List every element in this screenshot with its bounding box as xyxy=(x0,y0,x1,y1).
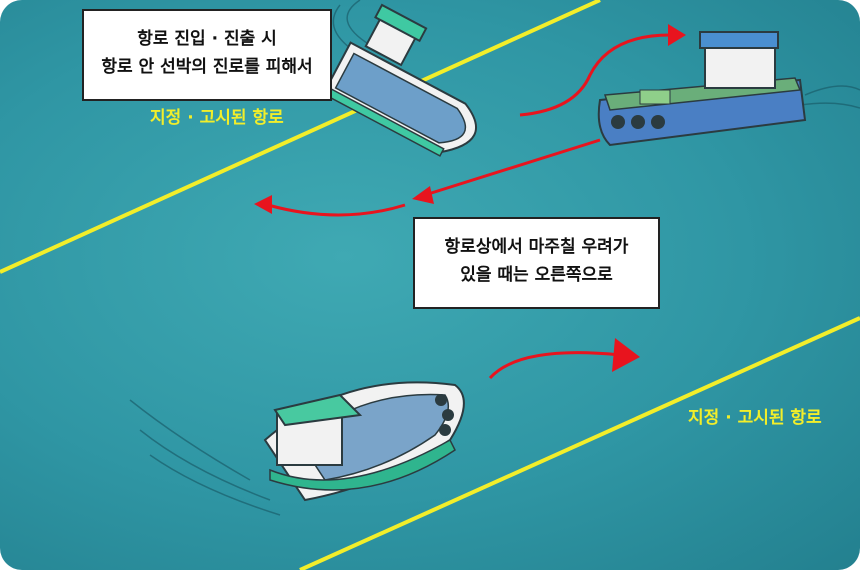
lane-boundary-upper xyxy=(0,0,601,274)
boat-in-lane xyxy=(597,31,807,147)
arrow-avoid-right xyxy=(519,33,671,117)
caption-head-on: 항로상에서 마주칠 우려가 있을 때는 오른쪽으로 xyxy=(413,217,660,309)
arrow-head-turn-right xyxy=(612,338,640,372)
arrow-head-swerve-left xyxy=(254,195,272,214)
arrow-head-avoid-right xyxy=(668,24,686,46)
caption-enter-exit-line2: 항로 안 선박의 진로를 피해서 xyxy=(101,57,313,77)
boat-entering xyxy=(323,3,477,157)
arrow-lane-travel xyxy=(424,138,601,197)
lane-boundary-lower xyxy=(299,316,860,570)
caption-head-on-line1: 항로상에서 마주칠 우려가 xyxy=(444,237,629,257)
arrow-head-lane-travel xyxy=(412,186,434,204)
lane-label-upper: 지정 · 고시된 항로 xyxy=(150,108,284,128)
caption-enter-exit-line1: 항로 진입 · 진출 시 xyxy=(137,29,277,49)
caption-head-on-line2: 있을 때는 오른쪽으로 xyxy=(460,265,613,285)
arrow-turn-right xyxy=(488,351,621,380)
boat-turning-right xyxy=(263,381,465,502)
direction-arrows xyxy=(254,24,686,380)
arrow-swerve-left xyxy=(267,203,406,217)
wake-lines xyxy=(129,0,860,516)
caption-enter-exit: 항로 진입 · 진출 시 항로 안 선박의 진로를 피해서 xyxy=(82,9,332,101)
lane-label-lower: 지정 · 고시된 항로 xyxy=(688,408,822,428)
